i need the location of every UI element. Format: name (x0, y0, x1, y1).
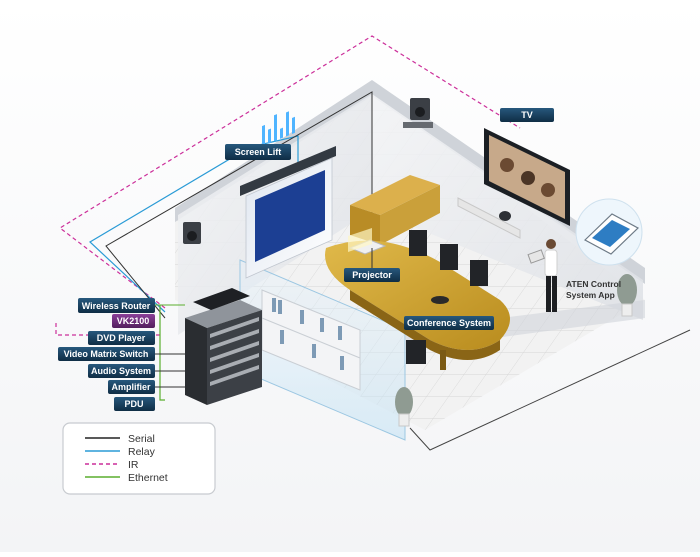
tv-person-2 (521, 171, 535, 185)
bookshelf-books (272, 298, 344, 370)
tv-label: TV (521, 110, 533, 120)
rack-top (185, 300, 262, 328)
serial-line-projector (105, 91, 373, 319)
dvd-player-label: DVD Player (97, 333, 146, 343)
callout-aten-app: ATEN Control System App (566, 279, 621, 300)
projector-label: Projector (352, 270, 392, 280)
legend-relay-label: Relay (128, 446, 156, 458)
chair-4 (406, 340, 426, 364)
wireless-router-device (193, 288, 250, 310)
legend-ir-label: IR (128, 459, 139, 471)
legend: Serial Relay IR Ethernet (62, 422, 216, 495)
sideboard-top (350, 175, 440, 215)
chairs (406, 230, 488, 364)
presenter (527, 239, 558, 312)
aten-app-label-line1: ATEN Control (566, 279, 621, 289)
projector-badge (344, 268, 400, 282)
presenter-leg-left (546, 276, 551, 312)
tv-badge (500, 108, 554, 122)
back-right-wall (372, 94, 643, 320)
camera (499, 211, 511, 221)
conference-system-label: Conference System (407, 318, 491, 328)
video-matrix-switch-badge (58, 347, 155, 361)
plant-front (395, 387, 413, 417)
conference-phone (431, 296, 449, 304)
equipment-rack (185, 288, 262, 405)
conference-system-badge (404, 316, 494, 330)
projector-device (348, 228, 387, 255)
legend-serial-label: Serial (128, 433, 155, 445)
screen-housing (240, 146, 336, 196)
screen-content (255, 170, 325, 262)
screen-lift-badge (225, 144, 291, 160)
projection-screen (240, 111, 336, 279)
speakers (183, 98, 433, 244)
presenter-head (546, 239, 556, 249)
pdu-label: PDU (124, 399, 143, 409)
speaker-left-cone (187, 231, 197, 241)
audio-system-label: Audio System (91, 366, 151, 376)
wireless-router-badge (78, 298, 155, 313)
callout-conference-system: Conference System (404, 316, 494, 330)
legend-ethernet-label: Ethernet (128, 472, 168, 484)
amplifier-badge (108, 380, 155, 394)
bookshelf-shelf-1 (261, 317, 361, 359)
screen-bars (262, 111, 295, 147)
serial-line-floor (409, 329, 691, 451)
pdu-badge (114, 397, 155, 411)
aten-app-label-line2: System App (566, 290, 615, 300)
table-leg (440, 350, 446, 370)
ir-line-dvd (55, 323, 160, 336)
ethernet-line (159, 305, 165, 401)
speaker-back-cone (415, 107, 425, 117)
video-matrix-switch-label: Video Matrix Switch (64, 349, 149, 359)
dvd-player-badge (88, 331, 155, 345)
rack-side (185, 318, 207, 405)
ir-line-tv (58, 35, 521, 309)
callout-tv: TV (500, 108, 554, 122)
plants (395, 274, 637, 427)
chair-2 (440, 244, 458, 270)
chair-1 (409, 230, 427, 256)
vk2100-badge (112, 314, 155, 328)
tv-display (457, 128, 570, 239)
presenter-tablet (527, 249, 545, 264)
tv-console (457, 197, 521, 239)
wireless-router-label: Wireless Router (82, 301, 151, 311)
projector-light (348, 228, 372, 252)
audio-system-badge (88, 364, 155, 378)
speaker-back-mount (403, 122, 433, 128)
callout-screen-lift: Screen Lift (225, 144, 291, 160)
tv-person-3 (541, 183, 555, 197)
plant-right (617, 274, 637, 306)
legend-box (62, 422, 216, 495)
plant-right-pot (621, 303, 633, 317)
screen-lift-label: Screen Lift (235, 147, 282, 157)
chair-3 (470, 260, 488, 286)
tv-person-1 (500, 158, 514, 172)
callout-projector: Projector (344, 248, 400, 282)
vk2100-label: VK2100 (117, 316, 150, 326)
presenter-leg-right (552, 276, 557, 312)
amplifier-label: Amplifier (111, 382, 151, 392)
tablet-app (575, 198, 643, 266)
rack-units (210, 317, 259, 386)
rack-device-labels: Wireless Router VK2100 DVD Player Video … (58, 298, 155, 411)
presenter-shirt (544, 249, 558, 277)
tablet-screen (592, 220, 630, 247)
sideboard-side (380, 185, 440, 245)
plant-front-pot (398, 413, 410, 427)
